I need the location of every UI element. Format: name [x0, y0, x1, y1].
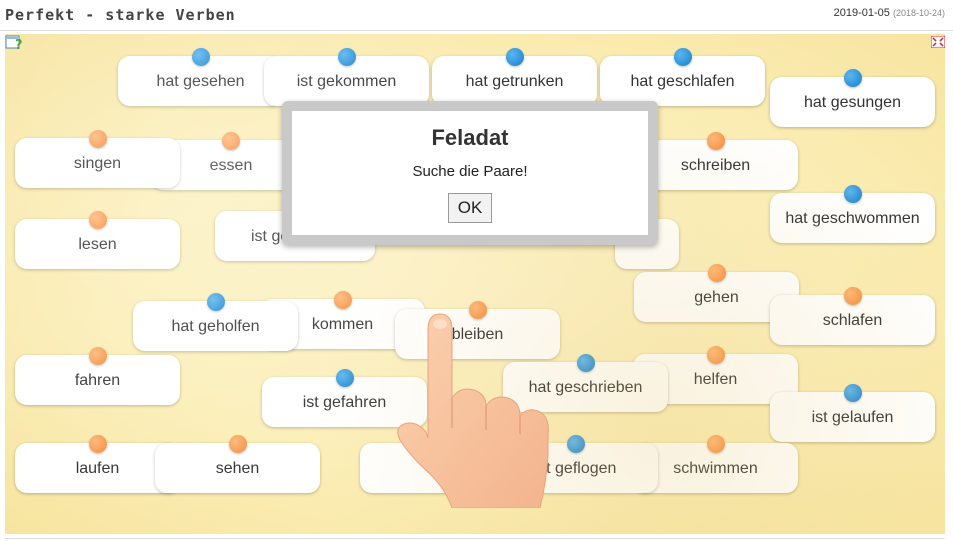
blue-pin-icon: [505, 48, 524, 66]
created-date-text: (2018-10-24): [892, 8, 945, 18]
card-label: fahren: [74, 371, 121, 389]
card-label: ist geflogen: [534, 459, 617, 477]
footer-divider: [5, 538, 945, 539]
card-label: hat gesehen: [156, 72, 245, 90]
task-dialog-body: Feladat Suche die Paare! OK: [292, 111, 648, 235]
blue-pin-icon: [206, 293, 225, 311]
blue-pin-icon: [843, 384, 862, 402]
card-label: helfen: [693, 370, 738, 388]
orange-pin-icon: [468, 301, 487, 319]
card-label: hat geholfen: [171, 317, 260, 335]
page-title: Perfekt - starke Verben: [5, 6, 236, 24]
card-label: schlafen: [822, 311, 883, 329]
card-label: hat geschlafen: [630, 72, 735, 90]
card-hat-geschlafen[interactable]: hat geschlafen: [600, 48, 765, 106]
card-bleiben[interactable]: bleiben: [395, 301, 560, 359]
blue-pin-icon: [337, 48, 356, 66]
card-label: ist gefahren: [302, 393, 387, 411]
card-singen[interactable]: singen: [15, 130, 180, 188]
card-hat-gesehen[interactable]: hat gesehen: [118, 48, 283, 106]
svg-text:?: ?: [15, 38, 23, 50]
card-label: schwimmen: [673, 459, 758, 477]
card-label: ist gekommen: [296, 72, 397, 90]
card-label: hat gesungen: [804, 93, 901, 111]
card-label: hat geschwommen: [785, 209, 920, 227]
card-schlafen[interactable]: schlafen: [770, 287, 935, 345]
blue-pin-icon: [191, 48, 210, 66]
card-lesen[interactable]: lesen: [15, 211, 180, 269]
orange-pin-icon: [843, 287, 862, 305]
card-label: singen: [73, 154, 122, 172]
date-text: 2019-01-05: [833, 7, 890, 19]
blue-pin-icon: [843, 69, 862, 87]
card-ist-gekommen[interactable]: ist gekommen: [264, 48, 429, 106]
orange-pin-icon: [333, 291, 352, 309]
date-stamp: 2019-01-05 (2018-10-24): [834, 7, 945, 19]
orange-pin-icon: [706, 132, 725, 150]
card-hat-gesungen[interactable]: hat gesungen: [770, 69, 935, 127]
orange-pin-icon: [88, 130, 107, 148]
card-label: sehen: [215, 459, 260, 477]
card-label: ist ge: [251, 227, 290, 245]
card-label: laufen: [75, 459, 120, 477]
blue-pin-icon: [566, 435, 585, 453]
card-fahren[interactable]: fahren: [15, 347, 180, 405]
card-hat-geschrieben[interactable]: hat geschrieben: [503, 354, 668, 412]
orange-pin-icon: [88, 347, 107, 365]
ok-button[interactable]: OK: [448, 193, 492, 223]
card-ist-gefahren[interactable]: ist gefahren: [262, 369, 427, 427]
orange-pin-icon: [706, 346, 725, 364]
help-question-icon[interactable]: ?: [5, 34, 23, 50]
card-sehen[interactable]: sehen: [155, 435, 320, 493]
orange-pin-icon: [706, 435, 725, 453]
card-label: lesen: [78, 235, 117, 253]
card-schreiben[interactable]: schreiben: [633, 132, 798, 190]
blue-pin-icon: [576, 354, 595, 372]
header-bar: Perfekt - starke Verben 2019-01-05 (2018…: [0, 0, 953, 31]
orange-pin-icon: [222, 132, 240, 150]
card-hat-getrunken[interactable]: hat getrunken: [432, 48, 597, 106]
card-hat-geschwommen[interactable]: hat geschwommen: [770, 185, 935, 243]
card-label: hat getrunken: [465, 72, 564, 90]
card-label: kommen: [311, 315, 374, 333]
orange-pin-icon: [88, 435, 107, 453]
card-label: bleiben: [451, 325, 504, 343]
blue-pin-icon: [673, 48, 692, 66]
card-schwimmen[interactable]: schwimmen: [633, 435, 798, 493]
card-label: gehen: [694, 288, 739, 306]
orange-pin-icon: [88, 211, 107, 229]
task-dialog: Feladat Suche die Paare! OK: [282, 101, 658, 245]
blue-pin-icon: [843, 185, 862, 203]
card-hat-geholfen[interactable]: hat geholfen: [133, 293, 298, 351]
orange-pin-icon: [707, 264, 726, 282]
orange-pin-icon: [228, 435, 247, 453]
card-ist-gelaufen[interactable]: ist gelaufen: [770, 384, 935, 442]
card-label: schreiben: [680, 156, 751, 174]
fullscreen-icon[interactable]: [931, 36, 945, 48]
pointing-hand-icon: [397, 313, 549, 508]
card-label: ist gelaufen: [811, 408, 894, 426]
dialog-message: Suche die Paare!: [412, 163, 528, 180]
dialog-title: Feladat: [431, 125, 509, 150]
card-label: hat geschrieben: [528, 378, 643, 396]
blue-pin-icon: [335, 369, 354, 387]
card-label: essen: [209, 156, 253, 174]
card-laufen[interactable]: laufen: [15, 435, 180, 493]
